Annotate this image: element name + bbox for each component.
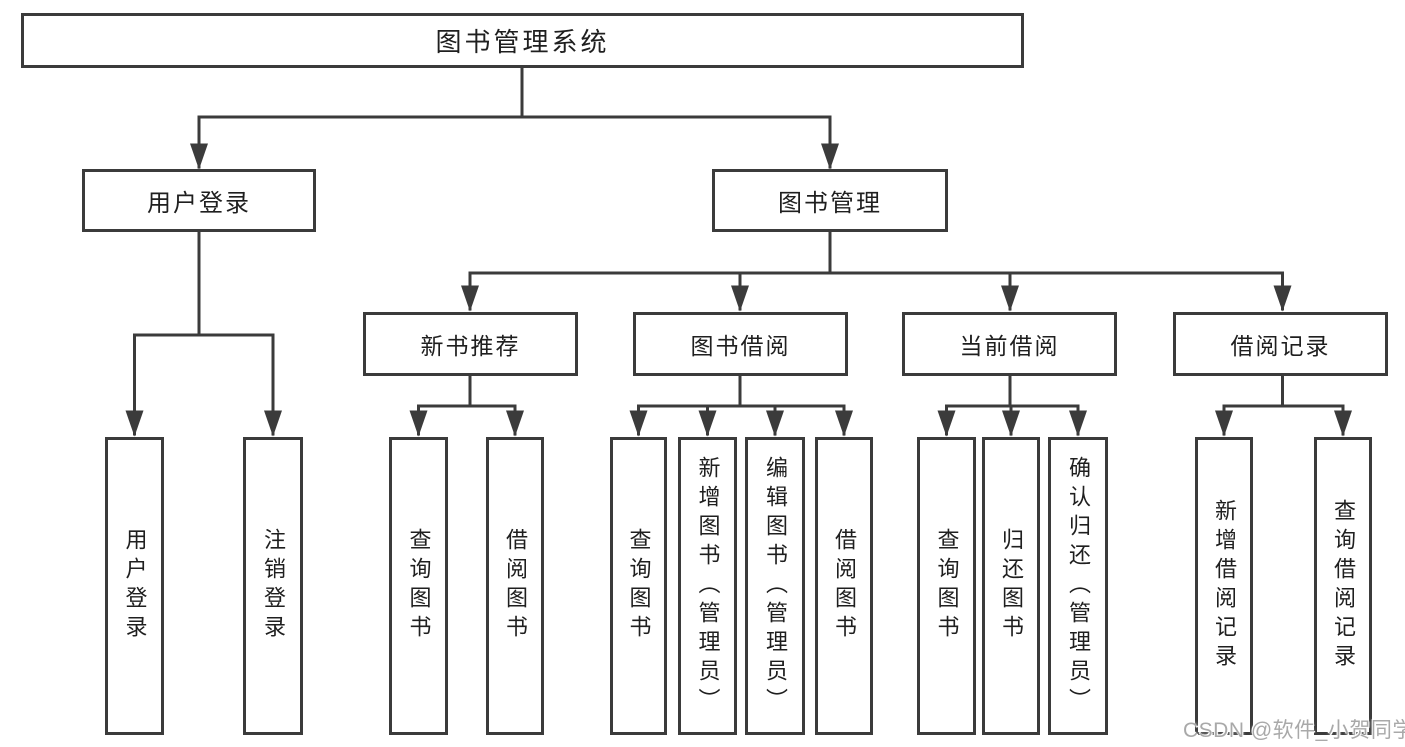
- node-label: 当前借阅: [959, 333, 1060, 359]
- node-borrowing-records: 借阅记录: [1173, 312, 1388, 376]
- node-book-borrowing: 图书借阅: [633, 312, 848, 376]
- leaf-query-books-recommend: 查询图书: [389, 437, 448, 735]
- node-label: 确认归还（管理员）: [1066, 455, 1091, 717]
- node-label: 用户登录: [122, 528, 148, 644]
- node-new-book-recommendation: 新书推荐: [363, 312, 578, 376]
- node-label: 图书借阅: [690, 333, 791, 359]
- leaf-confirm-return-admin: 确认归还（管理员）: [1048, 437, 1108, 735]
- node-label: 新增图书（管理员）: [695, 455, 721, 717]
- node-current-borrowing: 当前借阅: [902, 312, 1117, 376]
- node-label: 归还图书: [999, 528, 1024, 644]
- node-library-management-system: 图书管理系统: [21, 13, 1024, 68]
- node-label: 图书管理: [778, 190, 882, 217]
- leaf-return-books: 归还图书: [982, 437, 1040, 735]
- node-user-login: 用户登录: [82, 169, 316, 232]
- node-label: 编辑图书（管理员）: [763, 455, 788, 717]
- leaf-borrow-books-borrowing: 借阅图书: [815, 437, 873, 735]
- node-label: 注销登录: [261, 528, 286, 644]
- leaf-edit-book-admin: 编辑图书（管理员）: [745, 437, 805, 735]
- node-label: 图书管理系统: [435, 27, 610, 57]
- node-label: 新书推荐: [420, 333, 521, 359]
- leaf-add-book-admin: 新增图书（管理员）: [678, 437, 737, 735]
- node-label: 查询图书: [934, 528, 960, 644]
- node-label: 借阅图书: [503, 528, 528, 644]
- csdn-watermark: CSDN @软件_小贺同学: [1183, 719, 1405, 742]
- node-label: 借阅图书: [832, 528, 857, 644]
- node-label: 借阅记录: [1230, 333, 1331, 359]
- leaf-query-borrow-record: 查询借阅记录: [1314, 437, 1372, 735]
- leaf-query-books-current: 查询图书: [917, 437, 976, 735]
- leaf-add-borrow-record: 新增借阅记录: [1195, 437, 1253, 735]
- leaf-user-login: 用户登录: [105, 437, 164, 735]
- node-label: 用户登录: [147, 190, 251, 217]
- leaf-logout: 注销登录: [243, 437, 303, 735]
- node-label: 查询图书: [626, 528, 652, 644]
- node-book-management: 图书管理: [712, 169, 948, 232]
- leaf-borrow-books-recommend: 借阅图书: [486, 437, 544, 735]
- node-label: 新增借阅记录: [1212, 499, 1237, 673]
- connector-segments: [125, 68, 1352, 437]
- leaf-query-books-borrowing: 查询图书: [610, 437, 667, 735]
- node-label: 查询借阅记录: [1331, 499, 1356, 673]
- node-label: 查询图书: [406, 528, 432, 644]
